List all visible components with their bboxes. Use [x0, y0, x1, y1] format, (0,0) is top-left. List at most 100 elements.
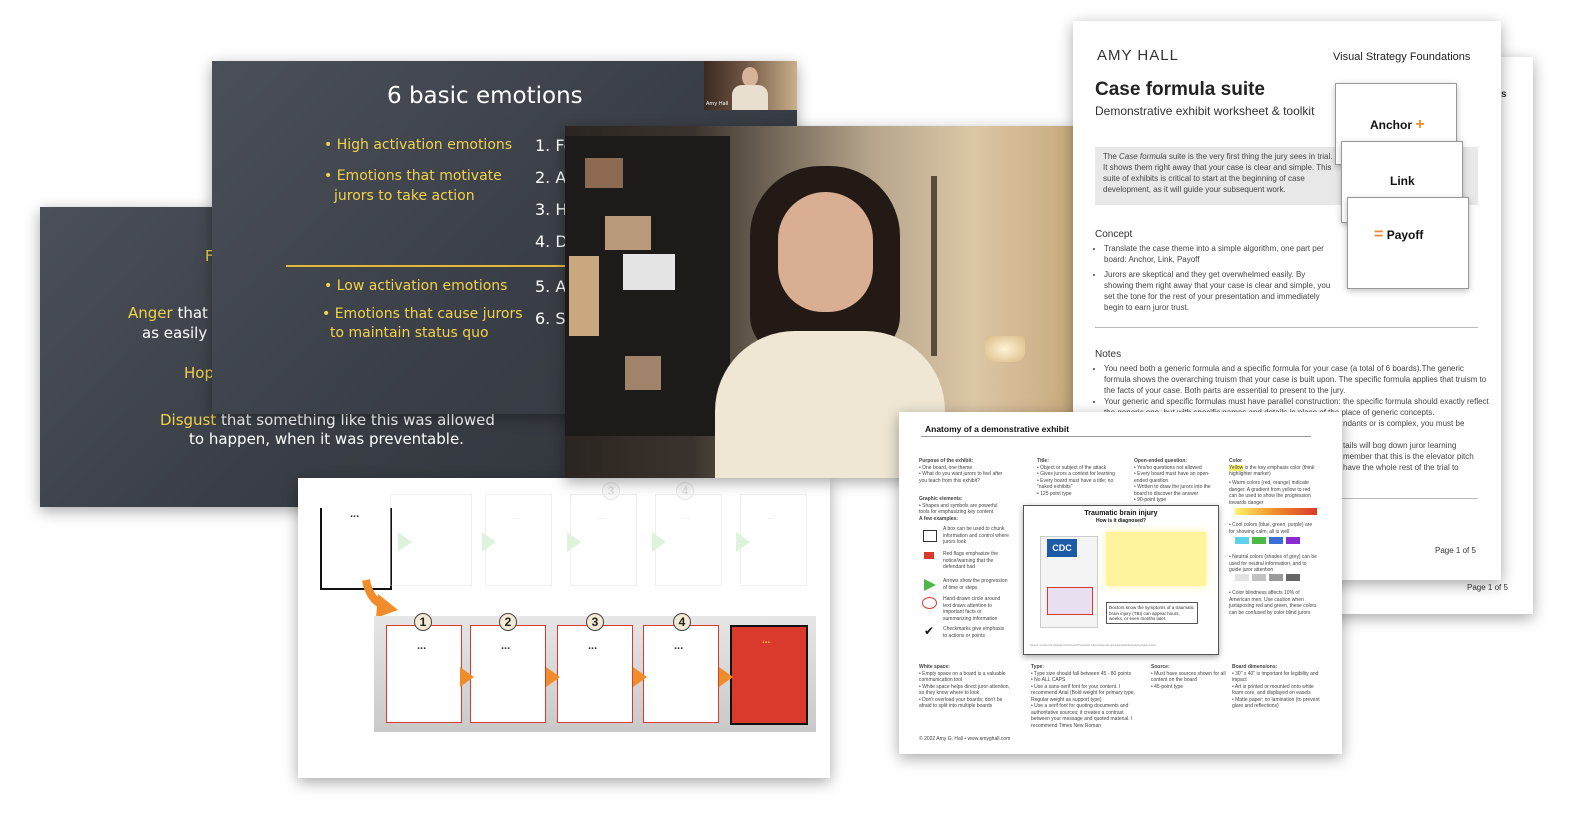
white-heading: White space:: [919, 664, 950, 670]
faded-box: ...: [485, 494, 552, 586]
dims-text: • 30" x 40" is important for legibility …: [1232, 670, 1320, 710]
warm-gradient: [1235, 508, 1317, 515]
emotion-list-4: 4. Di: [535, 232, 573, 251]
step-number-1: 1: [414, 613, 432, 631]
white-text: • Empty space on a board is a valuable c…: [919, 670, 1010, 710]
arrow-right-icon: [460, 667, 474, 687]
payoff-label: Payoff: [1386, 228, 1424, 242]
color-text-rest: is the key emphasis color (think highlig…: [1229, 464, 1315, 478]
notes-item: You need both a generic formula and a sp…: [1104, 363, 1489, 396]
anatomy-footer: © 2022 Amy G. Hall • www.amyghall.com: [919, 736, 1011, 742]
faded-arrow-icon: [398, 532, 412, 552]
yellow-highlight: Yellow: [1229, 464, 1244, 471]
red-flag-icon: [924, 552, 934, 559]
back-page-number: Page 1 of 5: [1467, 583, 1508, 592]
box-dots: ...: [501, 640, 511, 652]
circle-example-text: Hand-drawn circle around text draws atte…: [943, 596, 1001, 622]
green-arrow-icon: [924, 579, 936, 591]
faded-arrow-icon: [482, 532, 496, 552]
swatch-grey-1: [1235, 574, 1249, 581]
step-number-4: 4: [673, 613, 691, 631]
step-number-3: 3: [586, 613, 604, 631]
black-outline-box: ...: [320, 508, 392, 590]
bullet-status-quo-2: to maintain status quo: [330, 325, 489, 341]
exhibit-document: CDC: [1040, 536, 1098, 628]
presenter-face: [778, 192, 873, 312]
step-box-3[interactable]: ...: [557, 625, 633, 723]
thumb-label: Amy Hall: [706, 101, 729, 107]
series-name: Visual Strategy Foundations: [1333, 51, 1471, 63]
open-text: • Yes/no questions not allowed • Every b…: [1134, 464, 1211, 504]
presenter-video[interactable]: [565, 126, 1076, 478]
intro-a: The: [1103, 152, 1120, 161]
notes-tail-line: member that this is the elevator pitch: [1343, 452, 1474, 461]
thumb-face: [742, 67, 758, 87]
sample-exhibit[interactable]: Traumatic brain injury How is it diagnos…: [1023, 505, 1219, 655]
intro-b: suite is the very first thing the jury s…: [1103, 152, 1333, 194]
box-dots: ...: [674, 640, 684, 652]
swatch-blue: [1269, 537, 1283, 544]
divider: [921, 436, 1311, 437]
step-box-4[interactable]: ...: [643, 625, 719, 723]
notes-tail-line: ndants or is complex, you must be: [1343, 419, 1465, 428]
concept-item: Translate the case theme into a simple a…: [1104, 243, 1334, 265]
presenter-thumbnail[interactable]: Amy Hall: [704, 61, 797, 110]
red-flag-text: Red flags emphasize the notice/warning t…: [943, 551, 999, 570]
slide-title: 6 basic emotions: [387, 83, 583, 109]
intro-em: Case formula: [1119, 152, 1167, 161]
notes-tail-line: [1343, 429, 1493, 440]
purpose-heading: Purpose of the exhibit:: [919, 458, 974, 464]
bullet-low-activation: • Low activation emotions: [324, 278, 508, 294]
box-dots: ...: [417, 640, 427, 652]
board-photo: [625, 356, 661, 390]
emotion-list-5: 5. Ac: [535, 277, 575, 296]
swatch-cyan: [1235, 537, 1249, 544]
link-label: Link: [1390, 174, 1415, 188]
disgust-rest: that something like this was allowed: [216, 411, 495, 429]
purpose-section: Purpose of the exhibit: • One board, one…: [919, 458, 1009, 484]
examples-heading: A few examples:: [919, 515, 958, 522]
step-number-2: 2: [499, 613, 517, 631]
anger-word: Anger: [128, 304, 173, 322]
graphic-heading: Graphic elements:: [919, 496, 963, 502]
curved-arrow-icon: [362, 579, 398, 618]
faded-arrow-icon: [736, 532, 750, 552]
equals-icon: =: [1374, 226, 1384, 243]
graphic-text: • Shapes and symbols are powerful tools …: [919, 502, 998, 516]
title-section: Title: • Object or subject of the attack…: [1037, 458, 1117, 497]
payoff-card[interactable]: = Payoff: [1347, 197, 1469, 289]
divider-line: [286, 265, 572, 267]
exhibit-doctors-box: Doctors know the symptoms of a traumatic…: [1106, 602, 1198, 624]
box-example-text: A box can be used to chunk information a…: [943, 526, 1009, 545]
disgust-line-2: to happen, when it was preventable.: [189, 430, 464, 448]
dims-heading: Board dimensions:: [1232, 664, 1278, 670]
anchor-label: Anchor: [1370, 118, 1412, 132]
box-dots: ...: [512, 511, 520, 521]
concept-heading: Concept: [1095, 229, 1133, 240]
concept-item: Jurors are skeptical and they get overwh…: [1104, 269, 1334, 313]
lamp-shade: [985, 336, 1025, 362]
step-box-1[interactable]: ...: [386, 625, 462, 723]
exhibit-question: How is it diagnosed?: [1095, 518, 1146, 524]
open-heading: Open-ended question:: [1134, 458, 1188, 464]
source-section: Source: • Must have sources shown for al…: [1151, 664, 1229, 690]
flow-diagram-page[interactable]: ... 3 4 ... ... ... ... ... ... ... ... …: [298, 478, 830, 778]
anatomy-sheet[interactable]: Anatomy of a demonstrative exhibit Purpo…: [899, 412, 1342, 754]
faded-box: ...: [655, 494, 722, 586]
faded-arrow-icon: [567, 532, 581, 552]
step-box-final[interactable]: ...: [730, 625, 808, 725]
bullet-status-quo: • Emotions that cause jurors: [322, 306, 523, 322]
type-text: • Type size should fall between 45 - 80 …: [1031, 670, 1135, 729]
cork-board: [565, 136, 730, 436]
faded-number-3: 3: [602, 482, 620, 500]
exhibit-quote-highlight: [1106, 532, 1206, 586]
emotion-list-2: 2. Ar: [535, 168, 573, 187]
emotion-list-1: 1. Fe: [535, 136, 574, 155]
step-box-2[interactable]: ...: [470, 625, 546, 723]
disgust-line: Disgust that something like this was all…: [160, 411, 495, 429]
bullet-motivate: • Emotions that motivate: [324, 168, 502, 184]
anger-line-2: as easily h: [142, 324, 222, 342]
dimensions-section: Board dimensions: • 30" x 40" is importa…: [1232, 664, 1322, 710]
arrow-example-text: Arrows show the progression of time or s…: [943, 578, 1008, 591]
box-dots: ...: [767, 511, 775, 521]
